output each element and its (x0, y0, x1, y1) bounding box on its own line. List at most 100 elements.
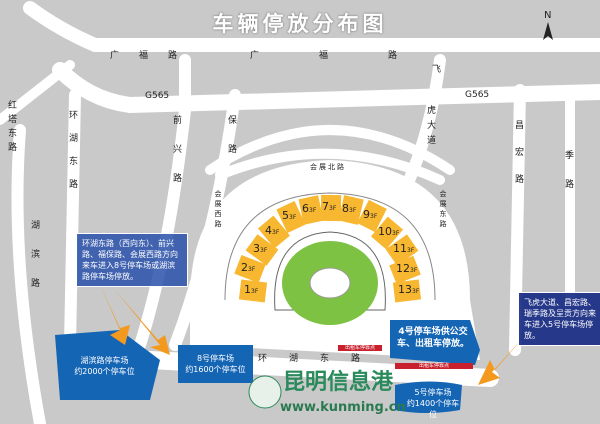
logo-name: 昆明信息港 (283, 370, 394, 395)
road-label-qianxing: 前兴路 (171, 115, 181, 202)
floor-suffix: 3F (412, 288, 420, 295)
parking-floor-11[interactable] (385, 234, 419, 266)
road-label-changhong: 昌宏路 (513, 120, 523, 201)
lot-spaces: 约2000个停车位 (74, 367, 135, 376)
parking-floor-10[interactable] (370, 216, 404, 250)
floor-number: 7 (322, 200, 329, 213)
floor-suffix: 3F (370, 213, 378, 220)
floor-suffix: 3F (410, 267, 418, 274)
taxi-stop: 出租车停靠点 (395, 363, 473, 369)
road-label-g565: G565 (465, 90, 490, 100)
lot4[interactable]: 4号停车场供公交车、出租车停放。 (396, 327, 469, 349)
floor-suffix: 3F (392, 230, 400, 237)
floor-label: 113F (393, 242, 414, 255)
floor-suffix: 3F (309, 207, 317, 214)
taxi-stop: 出租车停靠点 (338, 345, 382, 351)
lot4-shape (390, 320, 480, 365)
lot5[interactable]: 5号停车场约1400个停车位 (404, 387, 462, 420)
map-title: 车辆停放分布图 (212, 12, 388, 36)
lot-name: 湖滨路停车场 (80, 356, 129, 365)
road-label-ji: 季路 (563, 150, 573, 208)
floor-suffix: 3F (260, 247, 268, 254)
road-label-feihu: 虎大道 (425, 105, 435, 150)
parking-floor-7[interactable] (320, 194, 342, 222)
parking-floor-2[interactable] (234, 254, 266, 284)
hubin-lot-shape (55, 330, 160, 400)
note-left: 环湖东路（西向东）、前兴路、福保路、会展西路方向来车进入8号停车场或湖滨路停车场… (76, 233, 188, 287)
floor-number: 1 (244, 283, 251, 296)
parking-floor-1[interactable] (238, 279, 268, 303)
floor-label: 83F (342, 202, 356, 215)
parking-floor-12[interactable] (389, 255, 421, 285)
road-label-guangfu: 广福路 (250, 51, 458, 61)
parking-floor-4[interactable] (258, 215, 290, 249)
lot-spaces: 约1600个停车位 (185, 365, 246, 374)
floor-number: 11 (393, 242, 407, 255)
parking-floor-9[interactable] (357, 199, 387, 233)
floor-number: 10 (378, 225, 392, 238)
floor-number: 6 (302, 202, 309, 215)
floor-number: 13 (398, 283, 412, 296)
road-label-g565: G565 (145, 91, 170, 101)
floor-label: 123F (396, 262, 417, 275)
floor-suffix: 3F (407, 247, 415, 254)
logo-url[interactable]: www.kunming.cn (280, 400, 406, 415)
road-label-huizhan-xi: 会展西路 (214, 190, 222, 230)
road-label-huanhu-h: 环湖东路 (258, 354, 383, 364)
arrow-icon (115, 290, 170, 355)
lot-name: 5号停车场 (414, 388, 452, 397)
lot8-shape (178, 345, 253, 383)
floor-suffix: 3F (329, 205, 337, 212)
parking-floor-5[interactable] (276, 200, 306, 234)
note-right: 飞虎大道、昌宏路、瑞季路及呈贡方向来车进入5号停车场停放。 (518, 292, 600, 346)
fountain (309, 267, 351, 299)
ring-outline (224, 192, 436, 301)
road-label-huanhu: 环湖东路 (67, 110, 77, 202)
parking-floor-13[interactable] (392, 279, 422, 303)
floor-label: 73F (322, 200, 336, 213)
floor-label: 13F (244, 283, 258, 296)
road-label-huizhan-bei: 会展北路 (310, 163, 346, 171)
floor-label: 133F (398, 283, 419, 296)
lot-name: 8号停车场 (196, 354, 235, 363)
arrow-icon (100, 285, 130, 345)
floor-number: 5 (282, 209, 289, 222)
north-arrow-icon (543, 22, 553, 40)
parking-floor-8[interactable] (338, 195, 364, 225)
floor-label: 53F (282, 209, 296, 222)
floor-suffix: 3F (349, 207, 357, 214)
road-label-fubao: 保路 (226, 115, 236, 173)
arrow-icon (478, 330, 530, 385)
road-label-huizhan-dong: 会展东路 (439, 190, 447, 230)
road-label-hubin: 湖滨路 (29, 220, 39, 307)
road-label-fei: 飞 (432, 65, 442, 75)
floor-number: 3 (253, 242, 260, 255)
hubin-lot[interactable]: 湖滨路停车场约2000个停车位 (62, 355, 147, 377)
floor-suffix: 3F (272, 229, 280, 236)
lot5-shape (395, 381, 462, 413)
lot-spaces: 约1400个停车位 (406, 399, 460, 419)
floor-suffix: 3F (289, 214, 297, 221)
road-label-hongta: 红塔东路 (6, 100, 16, 156)
floor-number: 8 (342, 202, 349, 215)
floor-label: 33F (253, 242, 267, 255)
road-label-guangfu: 广福路 (110, 51, 198, 61)
floor-label: 43F (265, 224, 279, 237)
floor-number: 2 (241, 261, 248, 274)
floor-number: 9 (363, 208, 370, 221)
parking-floor-3[interactable] (245, 234, 279, 266)
floor-label: 103F (378, 225, 399, 238)
parking-floor-6[interactable] (298, 195, 324, 225)
floor-label: 23F (241, 261, 255, 274)
floor-label: 93F (363, 208, 377, 221)
floor-number: 12 (396, 262, 410, 275)
floor-suffix: 3F (251, 288, 259, 295)
parking-floors (234, 194, 422, 303)
floor-number: 4 (265, 224, 272, 237)
north-label: N (544, 10, 552, 21)
logo-emblem (248, 375, 282, 409)
floor-label: 63F (302, 202, 316, 215)
lot8[interactable]: 8号停车场约1600个停车位 (178, 353, 253, 375)
